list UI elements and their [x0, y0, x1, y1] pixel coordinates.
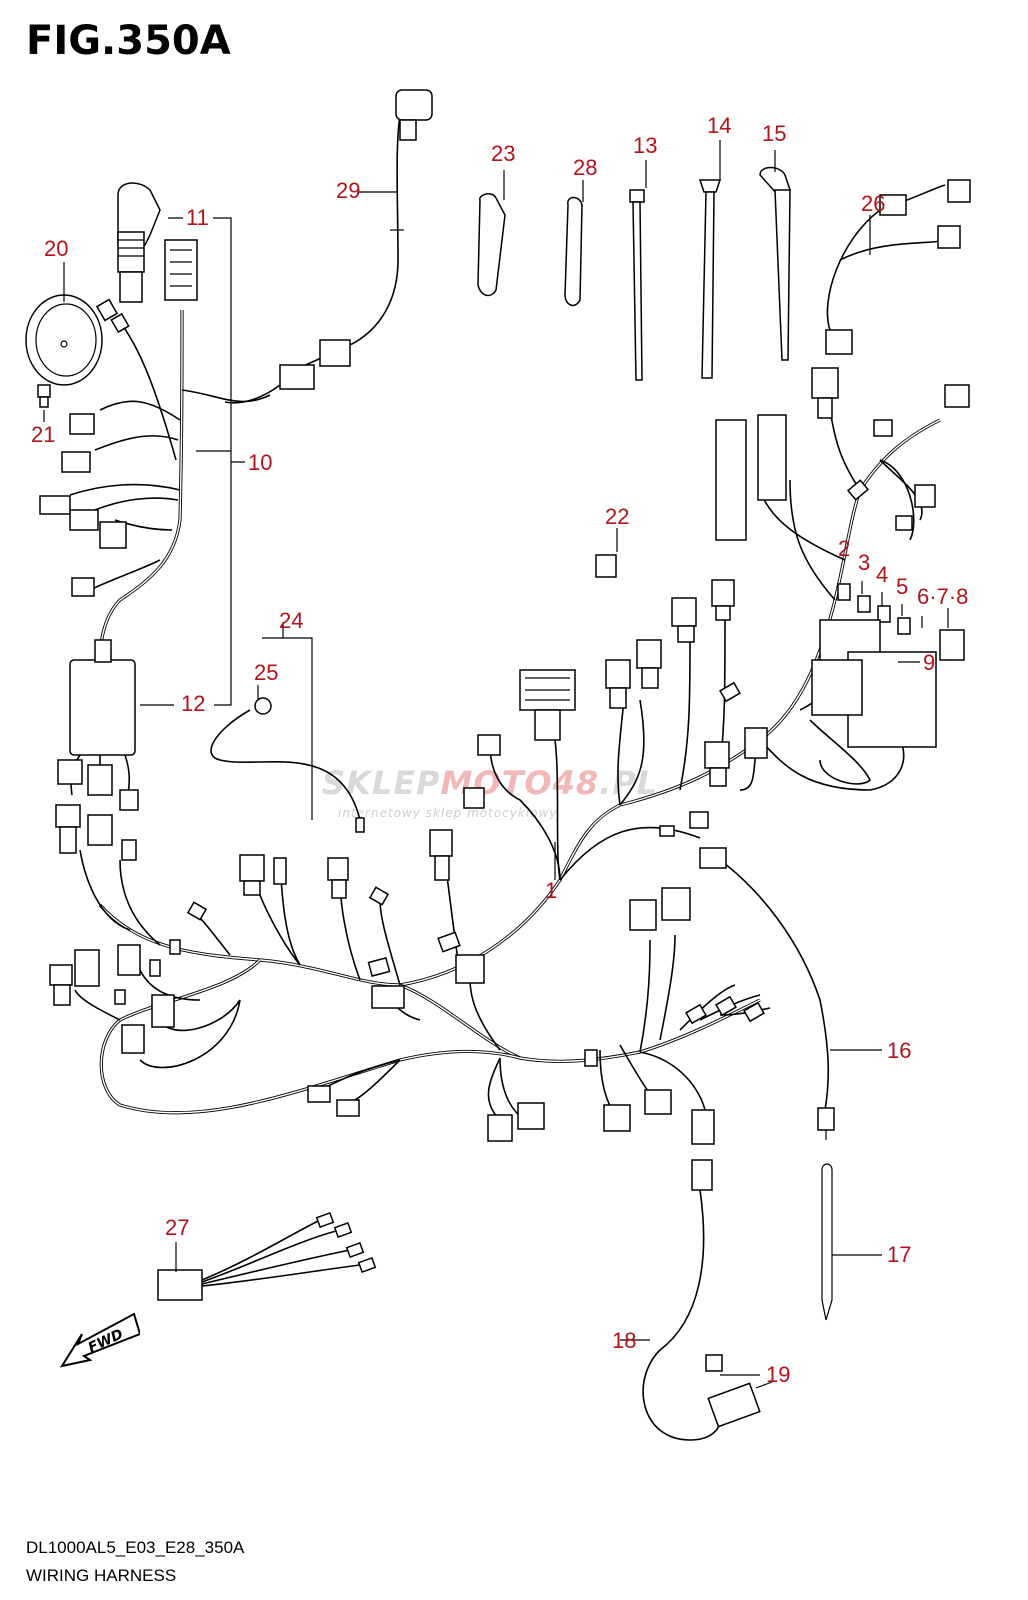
harness-connectors	[49, 367, 970, 1145]
sensor-18-19	[642, 1159, 773, 1441]
callout-9: 9	[923, 650, 936, 675]
model-code: DL1000AL5_E03_E28_350A	[26, 1538, 245, 1557]
callout-1: 1	[545, 878, 558, 903]
callout-17: 17	[887, 1242, 912, 1267]
harness-26	[825, 179, 971, 355]
callout-11: 11	[186, 205, 209, 230]
watermark-tagline: internetowy sklep motocyklowy	[338, 806, 558, 820]
callout-16: 16	[887, 1038, 912, 1063]
callout-28: 28	[573, 155, 598, 180]
callout-4: 4	[876, 562, 889, 587]
callout-6-7-8: 6·7·8	[917, 584, 969, 609]
figure-subtitle: WIRING HARNESS	[26, 1566, 177, 1585]
switch-16-17	[699, 847, 835, 1321]
callout-13: 13	[633, 133, 658, 158]
leader-lines	[43, 140, 949, 1376]
callout-5: 5	[896, 574, 909, 599]
figure-title: FIG.350A	[26, 18, 231, 64]
horn-20	[25, 294, 103, 408]
callout-2: 2	[838, 536, 851, 561]
ties-and-clips	[477, 166, 791, 381]
callout-27: 27	[165, 1215, 190, 1240]
callout-18: 18	[612, 1328, 637, 1353]
main-harness	[74, 409, 941, 1121]
callout-29: 29	[336, 178, 361, 203]
callout-22: 22	[605, 504, 630, 529]
callout-24: 24	[279, 608, 304, 633]
boot-11	[117, 182, 161, 303]
fwd-arrow-icon: FWD	[60, 1312, 140, 1368]
callout-14: 14	[707, 113, 732, 138]
sub-harness-10	[39, 239, 271, 811]
watermark: SKLEPMOTO48.PL	[322, 764, 658, 802]
callout-23: 23	[491, 141, 516, 166]
callout-19: 19	[766, 1362, 791, 1387]
lead-24-25	[210, 697, 365, 833]
cable-29	[224, 89, 433, 404]
subharness-27	[157, 1211, 377, 1301]
fuses-and-box	[595, 554, 965, 785]
callout-20: 20	[44, 236, 69, 261]
callout-25: 25	[254, 660, 279, 685]
callout-3: 3	[858, 550, 871, 575]
callout-12: 12	[181, 691, 206, 716]
callout-10: 10	[248, 450, 273, 475]
callout-26: 26	[861, 191, 886, 216]
callout-21: 21	[31, 422, 56, 447]
callout-15: 15	[762, 121, 787, 146]
